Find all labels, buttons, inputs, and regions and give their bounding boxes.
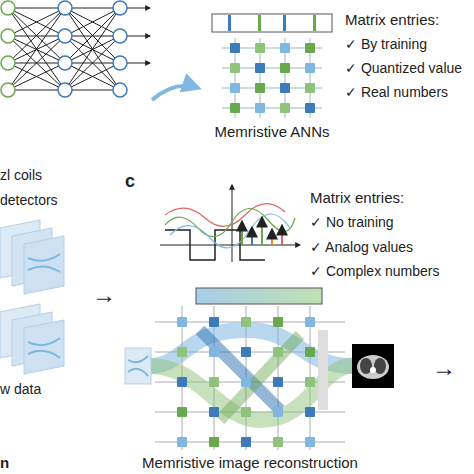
panel-caption: Memristive image reconstruction [110,455,390,472]
list-item: ✓ Complex numbers [310,264,440,279]
flow-arrow: → [92,282,116,308]
panel-letter: c [125,172,135,192]
list-heading: Matrix entries: [310,190,404,207]
ann-crossbar [212,14,332,118]
mapping-arrow [152,86,198,100]
list-item: ✓ Real numbers [345,85,448,100]
raw-data-stacks [0,220,64,374]
cropped-label: w data [0,382,41,397]
neural-network [1,1,150,97]
list-item: ✓ Analog values [310,240,413,255]
flow-arrow: → [432,355,456,381]
list-heading: Matrix entries: [345,12,439,29]
cropped-label: zl coils [0,168,42,183]
list-item: ✓ By training [345,37,427,52]
list-item: ✓ No training [310,215,394,230]
cropped-label: detectors [0,193,58,208]
panel-caption: Memristive ANNs [200,124,344,141]
list-item: ✓ Quantized value [345,61,462,76]
panel-letter: n [0,455,9,472]
waveform-plot [160,185,300,262]
reconstruction-crossbar [125,288,394,450]
